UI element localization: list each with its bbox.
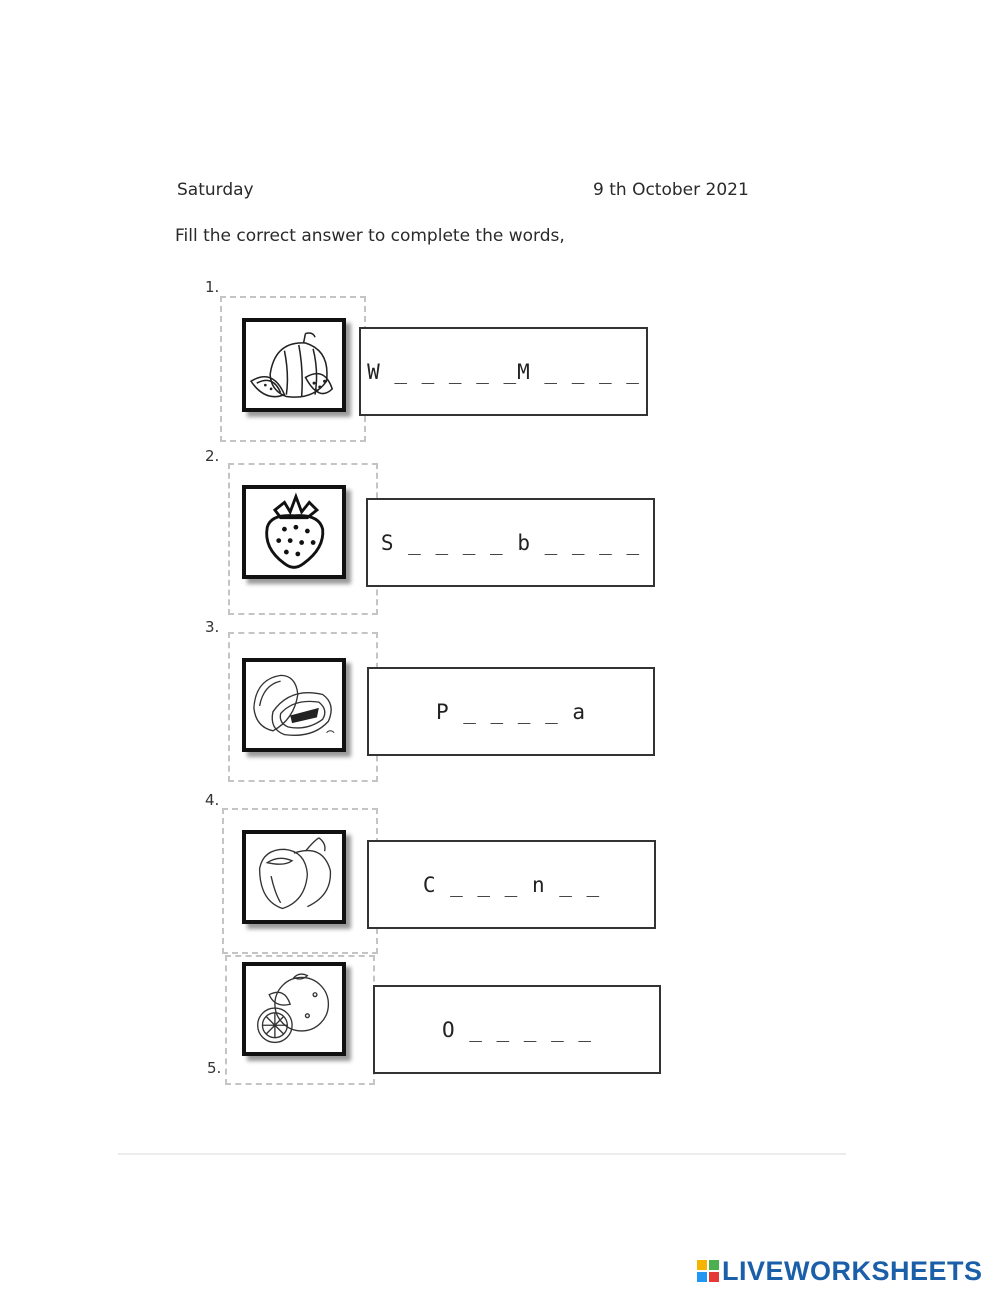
answer-box-watermelon[interactable] (359, 327, 648, 416)
answer-input[interactable] (369, 872, 654, 897)
orange-icon (242, 962, 346, 1056)
answer-input[interactable] (361, 359, 646, 384)
footer-divider (118, 1153, 846, 1155)
liveworksheets-logo[interactable]: LIVEWORKSHEETS (697, 1256, 983, 1286)
papaya-icon (242, 658, 346, 752)
logo-text: LIVEWORKSHEETS (722, 1255, 983, 1286)
strawberry-icon (242, 485, 346, 579)
item-number: 5. (207, 1059, 222, 1077)
watermelon-icon (242, 318, 346, 412)
item-number: 3. (205, 618, 220, 636)
item-number: 1. (205, 278, 220, 296)
day-label: Saturday (177, 180, 254, 200)
answer-box-orange[interactable] (373, 985, 661, 1074)
instruction-text: Fill the correct answer to complete the … (175, 226, 565, 246)
answer-box-papaya[interactable] (367, 667, 655, 756)
date-label: 9 th October 2021 (593, 180, 749, 200)
answer-input[interactable] (369, 699, 653, 724)
answer-box-coconut[interactable] (367, 840, 656, 929)
item-number: 2. (205, 447, 220, 465)
answer-input[interactable] (375, 1017, 659, 1042)
coconut-icon (242, 830, 346, 924)
logo-tiles-icon (697, 1260, 719, 1282)
answer-box-strawberry[interactable] (366, 498, 655, 587)
answer-input[interactable] (368, 530, 653, 555)
item-number: 4. (205, 791, 220, 809)
